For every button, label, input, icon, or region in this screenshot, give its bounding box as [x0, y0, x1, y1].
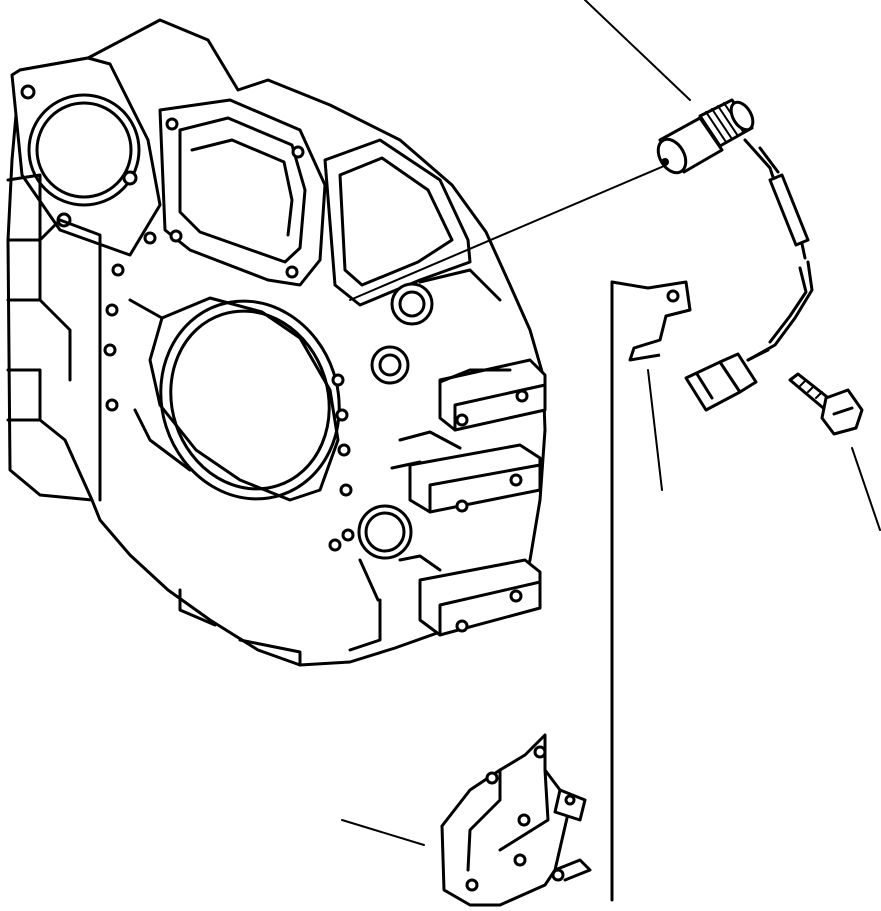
- sensor-connector: [684, 348, 770, 412]
- leader-sensor: [584, 0, 691, 101]
- mounting-bolt: [788, 372, 864, 436]
- leader-sensor-axis: [349, 165, 665, 301]
- retaining-clip: [628, 280, 692, 362]
- leader-lines: [341, 0, 881, 846]
- mounting-pads: [390, 358, 547, 637]
- mounting-bracket: [440, 733, 592, 907]
- flywheel-housing: [6, 18, 547, 667]
- leader-bracket: [341, 819, 425, 846]
- leader-bolt: [851, 447, 881, 531]
- flange-bolt-holes: [103, 231, 355, 552]
- sensor-boss: [357, 282, 434, 560]
- bracket-strap: [610, 280, 650, 902]
- leader-clip: [647, 369, 663, 491]
- speed-sensor: [656, 98, 814, 362]
